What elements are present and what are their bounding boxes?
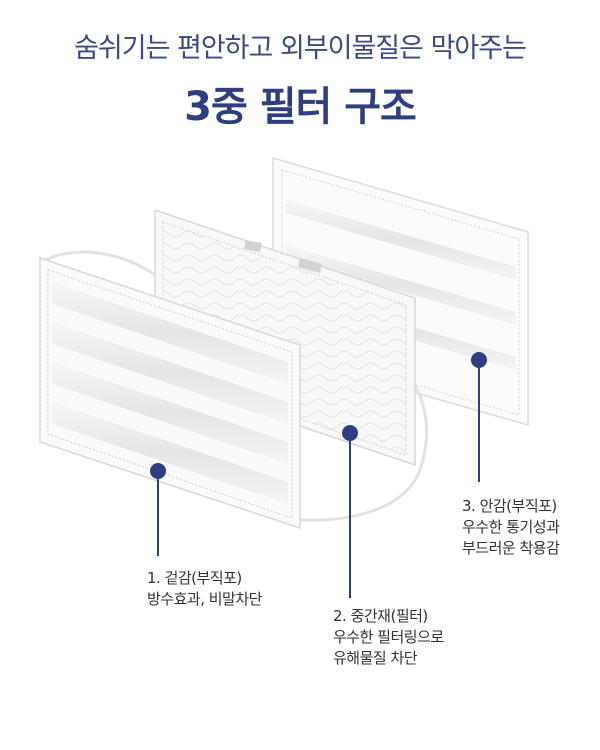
middle-layer-marker [342, 425, 358, 598]
middle-layer-desc-1: 우수한 필터링으로 [333, 628, 444, 646]
page-subtitle: 숨쉬기는 편안하고 외부이물질은 막아주는 [74, 33, 527, 64]
inner-layer-name: 3. 안감(부직포) [462, 497, 557, 515]
middle-layer-slot-left [244, 240, 262, 252]
outer-layer-desc: 방수효과, 비말차단 [147, 590, 262, 608]
outer-layer-sheet [39, 250, 301, 530]
inner-layer-marker [471, 352, 487, 482]
page-title: 3중 필터 구조 [184, 84, 417, 130]
inner-layer-desc-2: 부드러운 착용감 [462, 539, 560, 557]
middle-layer-desc-2: 유해물질 차단 [333, 649, 418, 667]
outer-layer-label: 1. 겉감(부직포) 방수효과, 비말차단 [147, 568, 262, 610]
middle-layer-label: 2. 중간재(필터) 우수한 필터링으로 유해물질 차단 [333, 606, 444, 669]
middle-layer-name: 2. 중간재(필터) [333, 607, 428, 625]
inner-layer-desc-1: 우수한 통기성과 [462, 518, 560, 536]
inner-layer-label: 3. 안감(부직포) 우수한 통기성과 부드러운 착용감 [462, 496, 560, 559]
outer-layer-name: 1. 겉감(부직포) [147, 569, 242, 587]
middle-layer-slot-right [298, 258, 322, 273]
outer-layer-marker [150, 463, 166, 556]
